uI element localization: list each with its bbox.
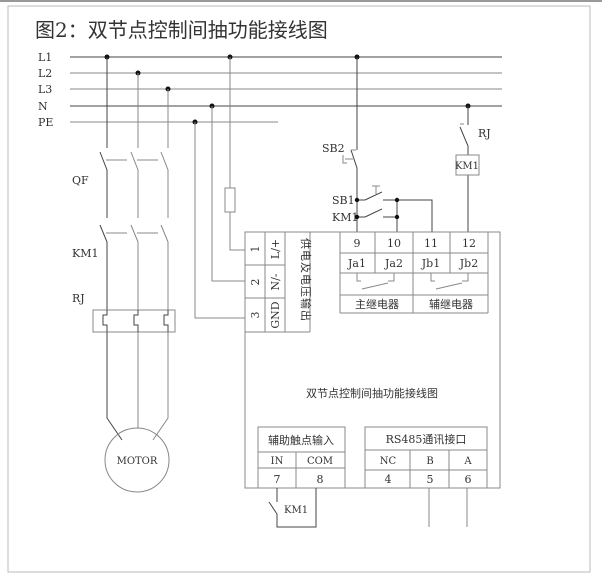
sb2-label: SB2 xyxy=(322,142,345,155)
qf-label: QF xyxy=(72,174,89,187)
main-relay-label: 主继电器 xyxy=(355,298,399,311)
thermal-element-icon xyxy=(102,310,169,332)
diagram-title: 图2：双节点控制间抽功能接线图 xyxy=(35,18,328,42)
motor-label: MOTOR xyxy=(117,456,158,467)
power-terminal-grid xyxy=(245,232,311,333)
relay-terminal-number: 12 xyxy=(462,237,476,250)
rs485-header: RS485通讯接口 xyxy=(386,433,467,446)
rj-main-label: RJ xyxy=(72,292,85,305)
bus-label-l3: L3 xyxy=(38,83,52,96)
control-wires xyxy=(350,57,433,232)
rs485-terminal-number: 6 xyxy=(465,473,472,486)
relay-contact-icon xyxy=(356,273,469,290)
aux-relay-label: 辅继电器 xyxy=(429,297,473,311)
power-block-caption: 供电及电压输出 xyxy=(299,238,313,322)
sb1-label: SB1 xyxy=(332,194,355,207)
sb2-pushbutton-icon xyxy=(342,149,356,164)
rj-control-wire xyxy=(459,106,469,232)
aux-terminal-number: 8 xyxy=(317,473,324,486)
module-outline xyxy=(244,231,501,489)
relay-terminal-number: 11 xyxy=(424,237,438,250)
control-circuit: SB2 SB1 KM1 RJ KM1 xyxy=(322,57,491,232)
aux-terminal-number: 7 xyxy=(274,473,281,486)
km1-aux-label: KM1 xyxy=(284,505,308,516)
module-center-title: 双节点控制间抽功能接线图 xyxy=(306,386,438,400)
relay-terminal-label: Jb1 xyxy=(421,257,440,270)
thermal-relay-icon xyxy=(92,309,176,333)
aux-terminal-label: COM xyxy=(307,456,333,467)
relay-terminal-label: Jb2 xyxy=(459,257,478,270)
aux-input-grid xyxy=(257,426,346,488)
terminal-label: L/+ xyxy=(269,239,282,259)
power-terminal-2: 2 N/- xyxy=(249,273,282,290)
terminal-number: 2 xyxy=(249,279,262,286)
bus-label-pe: PE xyxy=(38,116,53,129)
supply-wires xyxy=(194,57,245,319)
terminal-label: N/- xyxy=(269,273,282,290)
relay-terminal-number: 10 xyxy=(387,237,401,250)
relay-terminal-label: Ja2 xyxy=(384,257,403,270)
rj-control-label: RJ xyxy=(478,127,491,140)
bus-label-n: N xyxy=(38,100,48,113)
rs485-terminal-number: 4 xyxy=(385,473,392,486)
rs485-wires xyxy=(428,488,468,527)
km1-coil-icon xyxy=(455,154,480,176)
frame xyxy=(7,5,591,573)
bus-lines: L1 L2 L3 N PE xyxy=(38,51,502,129)
bus-label-l1: L1 xyxy=(38,51,52,64)
phase-wire-3 xyxy=(152,89,169,441)
rs485-terminal-number: 5 xyxy=(427,473,434,486)
relay-terminal-grid xyxy=(339,232,489,314)
terminal-number: 3 xyxy=(249,312,262,319)
rs485-terminal-label: A xyxy=(463,456,472,467)
main-circuit: QF KM1 RJ MOTOR xyxy=(72,57,245,493)
power-terminal-3: 3 GND xyxy=(249,301,282,328)
relay-terminal-label: Ja1 xyxy=(347,257,366,270)
aux-input-header: 辅助触点输入 xyxy=(268,433,334,447)
aux-terminal-label: IN xyxy=(271,456,284,467)
km1-hold-label: KM1 xyxy=(332,211,358,224)
junction-dot xyxy=(354,197,360,203)
power-terminal-1: 1 L/+ xyxy=(249,239,282,259)
terminal-label: GND xyxy=(269,301,282,328)
terminal-number: 1 xyxy=(249,246,262,253)
phase-wire-2 xyxy=(130,73,139,428)
km1-main-label: KM1 xyxy=(72,247,98,260)
sb1-pushbutton-icon xyxy=(372,185,380,194)
junction-dot xyxy=(394,214,400,220)
km1-aux-contact-wire xyxy=(268,488,317,528)
junction-dot xyxy=(354,214,360,220)
rs485-terminal-label: NC xyxy=(380,456,397,467)
controller-module: 1 L/+ 2 N/- 3 GND 供电及电压输出 9 10 11 12 Ja1… xyxy=(244,231,501,528)
junction-dot xyxy=(394,197,400,203)
km1-coil-label: KM1 xyxy=(455,161,479,172)
motor-icon xyxy=(104,427,170,493)
bus-label-l2: L2 xyxy=(38,67,52,80)
rs485-grid xyxy=(364,426,488,488)
rs485-terminal-label: B xyxy=(426,456,433,467)
relay-terminal-number: 9 xyxy=(354,237,361,250)
fuse-icon xyxy=(224,187,236,213)
phase-wire-1 xyxy=(99,57,123,441)
